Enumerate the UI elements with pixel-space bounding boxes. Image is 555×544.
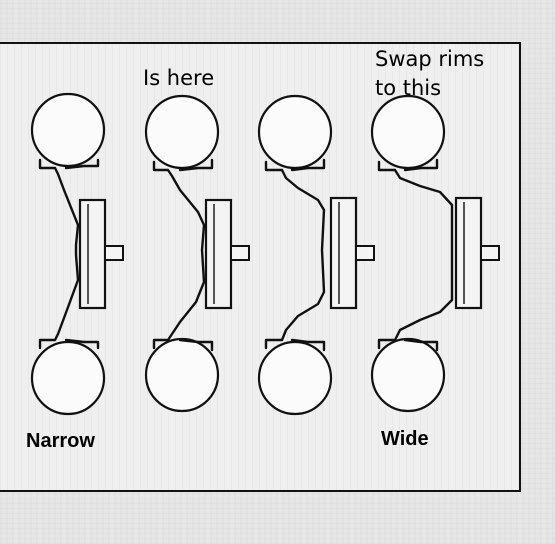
tire-top — [144, 94, 220, 170]
rim-flange-bottom — [64, 338, 100, 350]
tire-bottom — [370, 337, 446, 413]
tire-top — [370, 94, 446, 170]
rim-profile — [38, 158, 80, 350]
label-narrow: Narrow — [26, 430, 95, 452]
tire-bottom — [257, 340, 333, 416]
tire-top — [30, 92, 106, 168]
rim-flange-bottom — [290, 338, 326, 352]
wheel-current — [144, 94, 250, 413]
label-is-here: Is here — [143, 66, 215, 90]
tire-bottom — [30, 340, 106, 416]
axle — [480, 245, 500, 261]
rim-flange-top — [403, 158, 439, 172]
wheel-medium-wide — [257, 94, 375, 416]
rim-profile — [152, 160, 206, 350]
rim-profile — [264, 160, 326, 350]
axle — [230, 245, 250, 261]
tire-top — [257, 94, 333, 170]
rim-flange-top — [178, 158, 214, 172]
rim-profile — [377, 160, 454, 350]
rim-flange-top — [290, 158, 326, 172]
rim-flange-bottom — [178, 338, 214, 352]
label-swap-line1: Swap rims — [375, 47, 485, 71]
rim-flange-top — [64, 158, 100, 170]
tire-bottom — [144, 337, 220, 413]
axle — [104, 245, 124, 261]
hub — [329, 196, 358, 310]
hub — [204, 198, 233, 310]
hub — [78, 198, 107, 310]
wheel-wide — [370, 94, 500, 413]
wheel-narrow — [30, 92, 124, 416]
label-wide: Wide — [381, 428, 429, 450]
axle — [355, 245, 375, 261]
label-swap-line2: to this — [375, 76, 442, 100]
label-swap-rims: Swap rims to this — [375, 45, 484, 103]
hub — [454, 196, 483, 310]
rim-flange-bottom — [403, 338, 439, 352]
